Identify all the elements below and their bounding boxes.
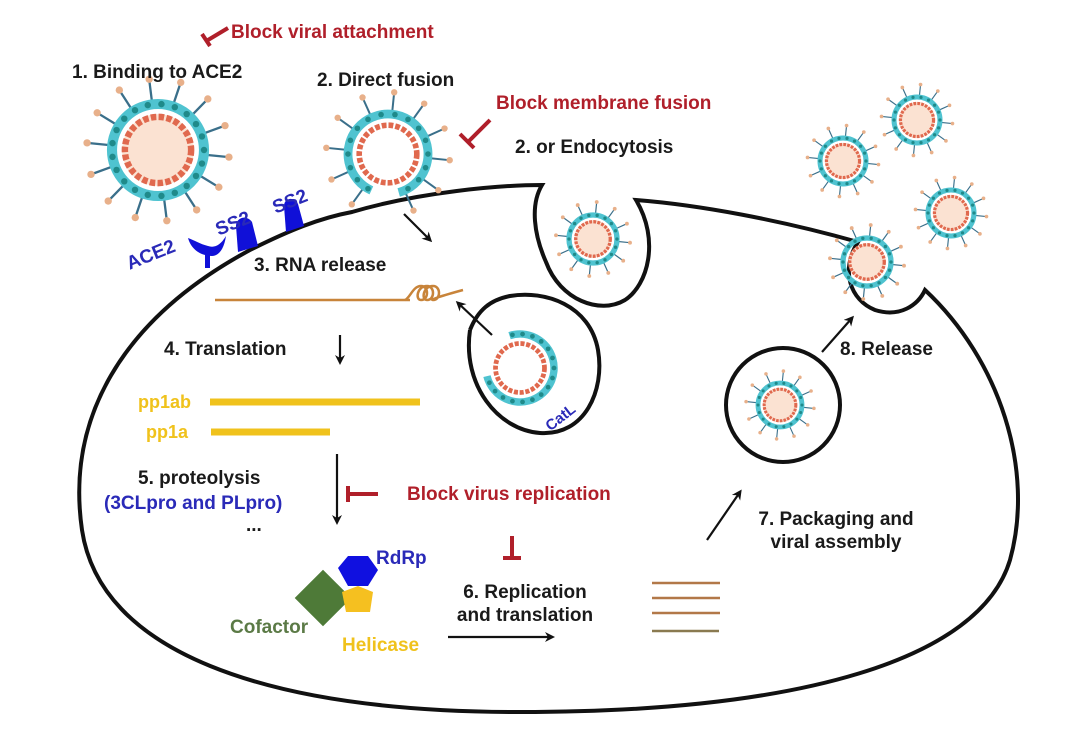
rdrp-shape xyxy=(338,556,378,586)
step-6-line-1: 6. Replication xyxy=(463,582,587,603)
rna-strand xyxy=(215,284,464,302)
arrow-endosome-to-rna xyxy=(455,300,493,336)
virus-released-3 xyxy=(913,175,989,251)
block-fusion-label: Block membrane fusion xyxy=(496,93,712,114)
step-7-line-1: 7. Packaging and xyxy=(758,509,914,530)
step-5-label: 5. proteolysis xyxy=(138,468,261,489)
block-replication-icon xyxy=(503,536,521,560)
ace2-receptor xyxy=(188,236,226,268)
pp1a-label: pp1a xyxy=(146,422,189,442)
step-2-fusion-label: 2. Direct fusion xyxy=(317,70,455,91)
virus-budding xyxy=(828,223,906,301)
virus-released-1 xyxy=(805,123,881,199)
rdrp-label: RdRp xyxy=(376,548,427,569)
step-3-label: 3. RNA release xyxy=(254,255,387,276)
ss2-receptor-1 xyxy=(236,217,258,252)
ss2-receptor-2 xyxy=(284,198,304,232)
virus-binding xyxy=(83,75,233,225)
block-attachment-icon xyxy=(200,26,230,48)
step-8-label: 8. Release xyxy=(840,339,933,360)
ellipsis-label: ... xyxy=(246,515,262,536)
step-2-endocytosis-label: 2. or Endocytosis xyxy=(515,137,674,158)
block-fusion-icon xyxy=(458,118,492,150)
helicase-label: Helicase xyxy=(342,635,420,656)
arrow-packaging xyxy=(706,489,742,541)
step-1-label: 1. Binding to ACE2 xyxy=(72,62,243,83)
block-attachment-label: Block viral attachment xyxy=(231,22,434,43)
assembly-vesicle xyxy=(724,346,842,464)
cell-membrane xyxy=(77,182,1020,715)
step-7-label: 7. Packaging and viral assembly xyxy=(736,509,936,554)
step-6-label: 6. Replication and translation xyxy=(440,582,610,627)
virus-endocytosis xyxy=(554,200,632,278)
step-7-line-2: viral assembly xyxy=(770,531,902,553)
virus-fusion xyxy=(323,89,453,214)
step-4-label: 4. Translation xyxy=(164,339,287,360)
arrow-fusion-to-rna xyxy=(403,213,433,243)
step-6-line-2: and translation xyxy=(456,604,594,626)
helicase-shape xyxy=(342,586,373,612)
virus-endosome xyxy=(483,330,558,406)
pp1ab-label: pp1ab xyxy=(138,392,192,412)
block-replication-label: Block virus replication xyxy=(407,484,611,505)
arrow-release xyxy=(821,315,854,353)
cofactor-label: Cofactor xyxy=(230,617,309,638)
virus-assembly xyxy=(744,369,816,441)
endosome-membrane xyxy=(466,292,602,436)
block-proteolysis-icon xyxy=(346,486,378,502)
virus-released-2 xyxy=(879,82,955,158)
protease-label: (3CLpro and PLpro) xyxy=(104,493,283,514)
